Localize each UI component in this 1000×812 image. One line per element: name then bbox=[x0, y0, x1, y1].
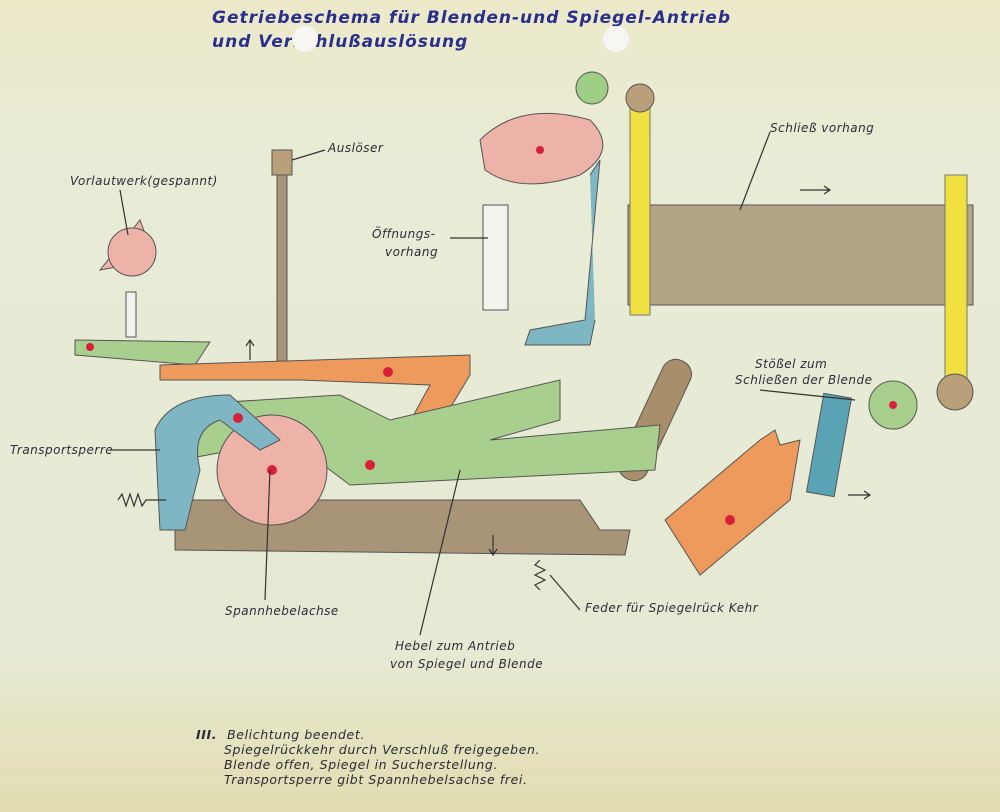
leader-line bbox=[119, 189, 129, 236]
leader-line bbox=[291, 149, 326, 161]
label-spannhebelachse: Spannhebelachse bbox=[225, 604, 339, 618]
caption-line-3: Blende offen, Spiegel in Sucherstellung. bbox=[224, 757, 499, 772]
caption-line-1: Belichtung beendet. bbox=[227, 727, 365, 742]
arrow-icon bbox=[245, 338, 255, 360]
pivot bbox=[536, 146, 544, 154]
caption-line-2: Spiegelrückkehr durch Verschluß freigege… bbox=[224, 742, 541, 757]
pivot bbox=[233, 413, 243, 423]
plunger bbox=[805, 392, 853, 498]
leader-line bbox=[549, 574, 581, 611]
closing-curtain bbox=[627, 204, 974, 306]
label-hebel: Hebel zum Antrieb bbox=[395, 639, 515, 653]
opening-curtain-roller bbox=[482, 204, 509, 311]
label-oeffnungsvorhang-2: vorhang bbox=[385, 245, 438, 259]
roller-gear bbox=[625, 83, 655, 113]
curtain-roller-right bbox=[944, 174, 968, 401]
leader-line bbox=[264, 469, 271, 601]
label-stoessel: Stößel zum bbox=[755, 357, 827, 371]
pivot bbox=[725, 515, 735, 525]
arrow-icon bbox=[800, 185, 832, 195]
transport-lock bbox=[154, 394, 281, 531]
pivot bbox=[889, 401, 897, 409]
spring bbox=[117, 492, 166, 508]
small-gear bbox=[575, 71, 609, 105]
label-schliessvorhang: Schließ vorhang bbox=[770, 121, 874, 135]
caption: III. Belichtung beendet. Spiegelrückkehr … bbox=[196, 727, 540, 787]
punch-hole bbox=[603, 26, 629, 52]
curtain-roller-left bbox=[629, 94, 651, 316]
label-ausloeser: Auslöser bbox=[327, 141, 384, 155]
release-shaft bbox=[276, 174, 288, 371]
pivot bbox=[86, 343, 94, 351]
pivot bbox=[365, 460, 375, 470]
title-line-2: und Verschlußauslösung bbox=[212, 32, 469, 52]
label-hebel-2: von Spiegel und Blende bbox=[390, 657, 543, 671]
prerun-pin bbox=[125, 291, 137, 338]
leader-line bbox=[759, 389, 856, 401]
leader-line bbox=[419, 469, 461, 636]
pivot bbox=[383, 367, 393, 377]
roller-gear-lower bbox=[936, 373, 974, 411]
arrow-icon bbox=[848, 490, 872, 500]
punch-hole bbox=[292, 26, 318, 52]
arrow-icon bbox=[488, 535, 498, 557]
release-button bbox=[271, 149, 293, 176]
caption-numeral: III. bbox=[196, 727, 218, 742]
prerun-gear-wheel bbox=[107, 227, 157, 277]
spring bbox=[533, 559, 547, 591]
label-stoessel-2: Schließen der Blende bbox=[735, 373, 873, 387]
pivot bbox=[267, 465, 277, 475]
diaphragm-plate bbox=[664, 429, 801, 576]
left-green-lever bbox=[74, 339, 211, 366]
label-feder: Feder für Spiegelrück Kehr bbox=[585, 601, 759, 615]
label-oeffnungsvorhang: Öffnungs- bbox=[372, 225, 435, 241]
leader-line bbox=[739, 131, 771, 211]
caption-line-4: Transportsperre gibt Spannhebelsachse fr… bbox=[224, 772, 528, 787]
label-transportsperre: Transportsperre bbox=[10, 443, 113, 457]
title-line-1: Getriebeschema für Blenden-und Spiegel-A… bbox=[212, 8, 731, 28]
blue-lever bbox=[524, 159, 601, 346]
label-vorlaufwerk: Vorlautwerk(gespannt) bbox=[70, 174, 218, 188]
